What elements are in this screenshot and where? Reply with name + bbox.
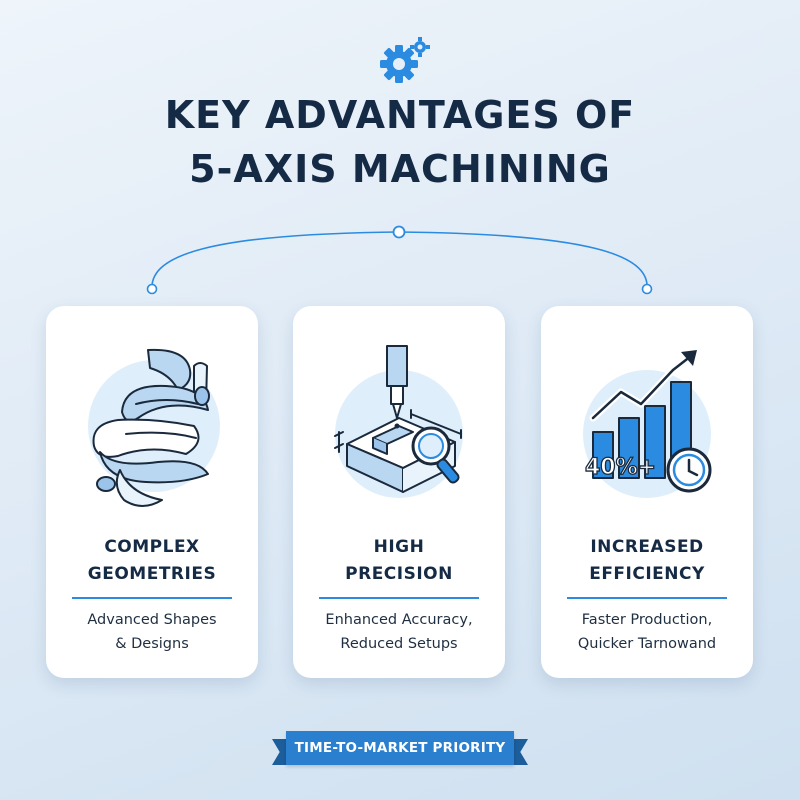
card-title: INCREASED EFFICIENCY: [541, 534, 753, 588]
card-title-line-1: HIGH: [373, 537, 425, 557]
card-desc-line-1: Advanced Shapes: [87, 612, 217, 628]
card-title: COMPLEX GEOMETRIES: [46, 534, 258, 588]
card-description: Advanced Shapes & Designs: [46, 608, 258, 656]
card-title-line-1: INCREASED: [590, 537, 704, 557]
complex-geometry-icon: [88, 348, 220, 507]
ribbon-label: TIME-TO-MARKET PRIORITY: [286, 731, 514, 765]
card-complex-geometries: COMPLEX GEOMETRIES Advanced Shapes & Des…: [46, 306, 258, 678]
card-desc-line-2: Quicker Tarnowand: [577, 636, 717, 652]
card-desc-line-2: Reduced Setups: [340, 636, 458, 652]
efficiency-percent-label: 40%+: [585, 455, 656, 480]
card-description: Enhanced Accuracy, Reduced Setups: [293, 608, 505, 656]
card-high-precision: HIGH PRECISION Enhanced Accuracy, Reduce…: [293, 306, 505, 678]
connector-node-right: [641, 283, 653, 295]
card-title-line-1: COMPLEX: [104, 537, 200, 557]
card-divider: [72, 597, 232, 599]
card-increased-efficiency: 40%+ INCREASED EFFICIENCY Faster Product…: [541, 306, 753, 678]
card-title-line-2: PRECISION: [345, 564, 453, 584]
card-title-line-2: EFFICIENCY: [589, 564, 705, 584]
title-line-2: 5-AXIS MACHINING: [189, 147, 611, 191]
card-title: HIGH PRECISION: [293, 534, 505, 588]
time-to-market-ribbon: TIME-TO-MARKET PRIORITY: [272, 727, 528, 775]
title-line-1: KEY ADVANTAGES OF: [164, 93, 636, 137]
card-description: Faster Production, Quicker Tarnowand: [541, 608, 753, 656]
card-divider: [319, 597, 479, 599]
gear-icon: [380, 37, 430, 83]
card-title-line-2: GEOMETRIES: [87, 564, 217, 584]
connector-node-center: [392, 225, 406, 239]
efficiency-chart-icon: 40%+: [583, 350, 712, 498]
card-desc-line-1: Faster Production,: [581, 612, 713, 628]
precision-machining-icon: [334, 345, 463, 498]
card-divider: [567, 597, 727, 599]
connector-node-left: [146, 283, 158, 295]
page-title: KEY ADVANTAGES OF 5-AXIS MACHINING: [0, 88, 800, 196]
card-desc-line-1: Enhanced Accuracy,: [325, 612, 473, 628]
card-desc-line-2: & Designs: [115, 636, 189, 652]
